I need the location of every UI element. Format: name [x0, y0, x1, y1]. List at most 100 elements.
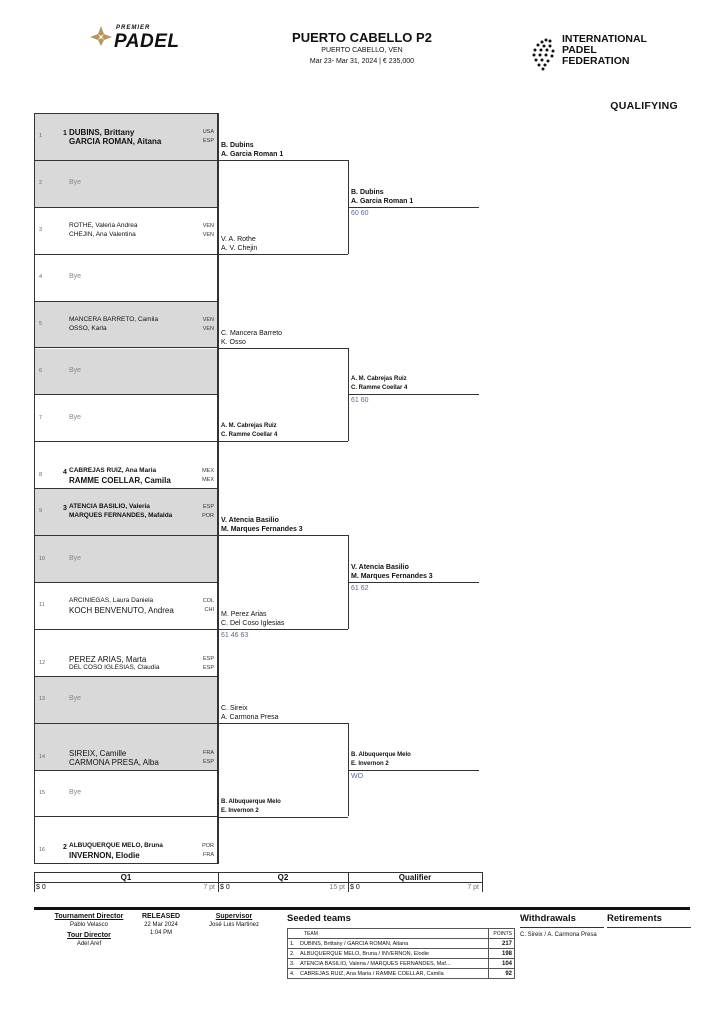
player-name: GARCIA ROMAN, Aitana	[69, 137, 162, 146]
q1-team-b: E. Invernon 2	[221, 807, 259, 814]
withdrawals-title: Withdrawals	[520, 913, 576, 924]
player-nationality: ESP	[202, 138, 214, 144]
seeded-header-row: TEAM POINTS	[287, 928, 515, 939]
seed-team: ATENCIA BASILIO, Valeria / MARQUES FERNA…	[300, 960, 451, 967]
round-points: 15 pt	[329, 884, 345, 891]
player-name: MANCERA BARRETO, Camila	[69, 315, 159, 323]
seed-team: DUBINS, Brittany / GARCIA ROMAN, Aitana	[300, 940, 409, 947]
bracket-line	[218, 816, 348, 818]
q2-team-b: A. Garcia Roman 1	[351, 197, 414, 205]
player-name: CHEJIN, Ana Valentina	[69, 230, 136, 238]
q1-team-a: C. Sireix	[221, 704, 248, 712]
bracket-line	[218, 347, 348, 349]
released-label: RELEASED	[141, 913, 181, 920]
player-nationality: POR	[202, 513, 214, 520]
seed-team: ALBUQUERQUE MELO, Bruna / INVERNON, Elod…	[300, 950, 429, 957]
retirements-block: Retirements	[607, 913, 691, 928]
slot-number: 7	[39, 414, 43, 421]
bracket-line	[218, 159, 348, 161]
bye-label: Bye	[69, 554, 82, 562]
tournament-title: PUERTO CABELLO P2	[292, 30, 432, 45]
td-name: Pablo Velasco	[69, 922, 109, 928]
seeded-row: 2. ALBUQUERQUE MELO, Bruna / INVERNON, El…	[287, 948, 515, 959]
footer-divider	[34, 907, 690, 910]
player-nationality: CHI	[204, 607, 214, 613]
slot-number: 5	[39, 320, 43, 327]
bye-label: Bye	[69, 366, 82, 374]
seed-rank: 2.	[290, 950, 295, 957]
player-name: KOCH BENVENUTO, Andrea	[69, 606, 174, 615]
player-nationality: COL	[202, 598, 214, 604]
q2-score: 61 62	[351, 585, 369, 592]
q1-team-a: M. Perez Arias	[221, 610, 267, 618]
bracket-line	[348, 582, 479, 583]
player-nationality: ESP	[202, 655, 214, 662]
tour-director-name: Adel Aref	[76, 941, 102, 947]
player-nationality: VEN	[202, 222, 214, 229]
seed-rank: 1.	[290, 940, 295, 947]
q1-team-b: K. Osso	[221, 338, 246, 346]
bracket-line	[218, 253, 348, 255]
player-name: CARMONA PRESA, Alba	[69, 757, 159, 767]
player-name: ROTHE, Valeria Andrea	[69, 221, 138, 229]
seed-number: 2	[63, 844, 67, 852]
player-name: CABREJAS RUIZ, Ana Maria	[69, 467, 157, 475]
round-points: 7 pt	[467, 884, 479, 891]
bye-label: Bye	[69, 179, 82, 187]
player-nationality: VEN	[202, 325, 214, 332]
player-name: DEL COSO IGLESIAS, Claudia	[69, 663, 160, 671]
footer-line	[34, 872, 35, 892]
q2-team-a: A. M. Cabrejas Ruiz	[351, 376, 407, 383]
bracket-line	[218, 722, 348, 724]
player-name: ATENCIA BASILIO, Valeria	[69, 503, 150, 511]
brand-padel: PADEL	[114, 31, 180, 52]
seeded-row: 1. DUBINS, Brittany / GARCIA ROMAN, Aitan…	[287, 938, 515, 949]
seed-number: 1	[63, 130, 67, 137]
released-date: 22 Mar 2024	[144, 922, 178, 928]
ipf-ball-icon	[532, 38, 555, 71]
withdrawals-block: Withdrawals C. Sireix / A. Carmona Presa	[520, 913, 604, 940]
player-nationality: USA	[202, 129, 214, 135]
bracket-line	[218, 535, 348, 537]
round-points: 7 pt	[203, 884, 215, 891]
player-name: SIREIX, Camille	[69, 748, 127, 758]
q1-team-a: C. Mancera Barreto	[221, 329, 283, 337]
round-prize: $ 0	[220, 884, 230, 891]
q2-team-b: E. Invernon 2	[351, 760, 389, 767]
seeded-team-cell: 1. DUBINS, Brittany / GARCIA ROMAN, Aitan…	[287, 938, 489, 949]
q2-team-a: B. Albuquerque Melo	[351, 751, 411, 758]
tournament-location: PUERTO CABELLO, VEN	[321, 47, 403, 54]
bracket-line	[348, 159, 349, 254]
premier-padel-logo: PREMIER PADEL	[88, 22, 200, 52]
bracket-line	[348, 394, 479, 396]
slot-number: 9	[39, 508, 43, 515]
q1-team-b: M. Marques Fernandes 3	[221, 526, 303, 534]
seed-team: CABREJAS RUIZ, Ana Maria / RAMME COELLAR…	[300, 970, 444, 977]
draw-type: QUALIFYING	[610, 100, 678, 112]
player-name: INVERNON, Elodie	[69, 851, 140, 861]
player-name: RAMME COELLAR, Camila	[69, 476, 171, 486]
round-prize: $ 0	[350, 884, 360, 891]
player-nationality: ESP	[202, 504, 214, 511]
footer-line	[482, 872, 483, 892]
slot-number: 2	[39, 180, 43, 187]
q1-team-b: A. V. Chejin	[221, 244, 258, 252]
footer-line	[34, 872, 482, 873]
player-name: PEREZ ARIAS, Marta	[69, 654, 147, 664]
q2-score: 60 60	[351, 209, 369, 217]
ipf-logo: INTERNATIONAL PADEL FEDERATION	[528, 34, 648, 74]
q1-score: 61 46 63	[221, 631, 249, 639]
bracket-line	[348, 206, 479, 208]
